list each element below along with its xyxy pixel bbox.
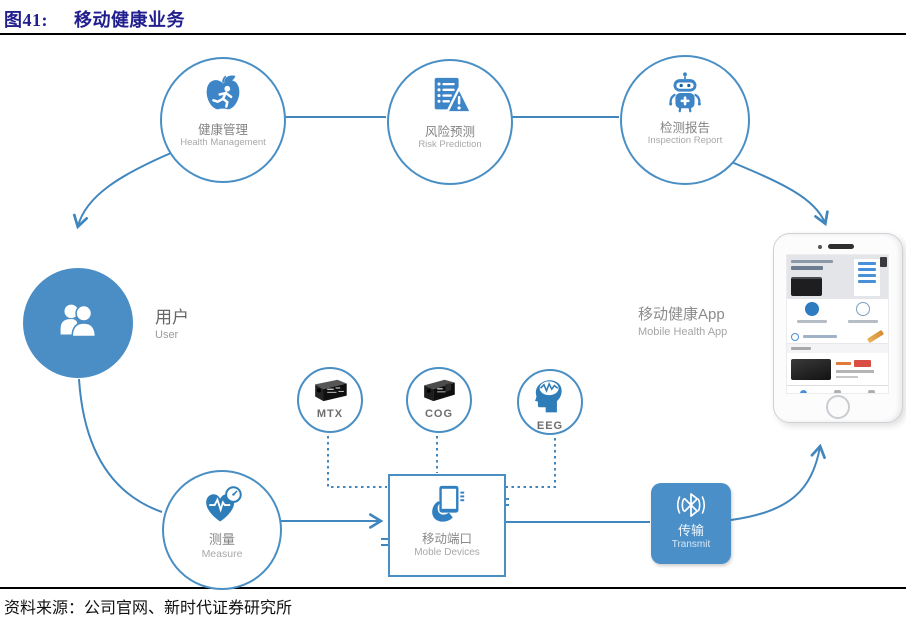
app-section-header xyxy=(787,343,888,353)
users-icon xyxy=(49,292,107,355)
node-inspection-report: 检测报告 Inspection Report xyxy=(620,55,750,185)
node-device-eeg: EEG xyxy=(517,369,583,435)
apple-runner-icon xyxy=(201,73,245,122)
sale-badge xyxy=(854,359,871,367)
globe-icon xyxy=(805,302,820,316)
banner-device-image xyxy=(791,277,822,296)
text-placeholder-bar xyxy=(791,260,833,263)
device-label: EEG xyxy=(536,420,564,432)
figure-name: 移动健康业务 xyxy=(74,10,185,30)
node-label-zh: 移动端口 xyxy=(421,532,472,546)
app-tab-bar xyxy=(787,385,888,393)
node-label-en: Measure xyxy=(201,547,243,560)
text-placeholder-bar xyxy=(858,267,876,271)
product-image xyxy=(791,358,831,380)
node-label-zh: 风险预测 xyxy=(424,125,475,139)
figure-title: 图41: 移动健康业务 xyxy=(4,6,185,32)
node-label-en: Health Management xyxy=(180,137,266,149)
node-label-en: Transmit xyxy=(671,538,711,550)
banner-corner-icon xyxy=(880,257,887,267)
text-placeholder-bar xyxy=(791,347,811,350)
phone-home-button xyxy=(826,395,850,419)
product-info xyxy=(836,359,884,379)
pencil-icon xyxy=(866,329,885,344)
source-note: 资料来源：公司官网、新时代证券研究所 xyxy=(4,600,293,617)
middle-tab-icon xyxy=(833,389,841,393)
app-entry-row xyxy=(787,329,888,344)
node-label-zh: 移动健康App xyxy=(638,306,725,323)
node-label-en: Inspection Report xyxy=(647,135,723,147)
hand-tablet-icon xyxy=(426,484,468,531)
heart-gauge-icon xyxy=(201,485,243,532)
product-price-row xyxy=(836,359,884,367)
node-user xyxy=(23,268,133,378)
feature-icon-right xyxy=(847,302,878,323)
node-label-zh: 传输 xyxy=(677,523,704,538)
banner-report-card xyxy=(854,259,880,296)
node-label-zh: 健康管理 xyxy=(197,123,248,137)
figure-number: 图41: xyxy=(4,10,48,30)
node-label-en: Mobile Health App xyxy=(638,326,728,338)
profile-tab-icon xyxy=(867,389,875,393)
node-risk-prediction: 风险预测 Risk Prediction xyxy=(387,59,513,185)
text-placeholder-bar xyxy=(836,369,874,373)
node-measure: 测量 Measure xyxy=(162,470,282,590)
app-label: 移动健康App Mobile Health App xyxy=(638,303,727,338)
device-label: COG xyxy=(424,408,454,420)
feature-icon-left xyxy=(797,302,828,323)
robot-icon xyxy=(663,71,707,120)
node-transmit: 传输 Transmit xyxy=(651,483,731,564)
cog-device-icon xyxy=(420,377,458,408)
meter-icon xyxy=(855,302,870,316)
text-placeholder-bar xyxy=(858,262,876,265)
node-label-zh: 测量 xyxy=(208,532,235,547)
text-placeholder-bar xyxy=(797,320,828,323)
price-placeholder-bar xyxy=(836,361,851,366)
home-tab-icon xyxy=(800,389,808,393)
node-label-en: Moble Devices xyxy=(414,547,480,559)
text-placeholder-bar xyxy=(836,375,858,379)
text-placeholder-bar xyxy=(858,279,876,283)
node-label-zh: 检测报告 xyxy=(659,121,710,135)
node-label-en: User xyxy=(155,329,179,341)
phone-screen xyxy=(786,254,889,394)
phone-speaker xyxy=(828,244,854,249)
device-label: MTX xyxy=(316,408,344,420)
phone-camera-dot xyxy=(818,245,822,249)
app-product-row xyxy=(787,353,888,385)
clock-icon xyxy=(791,332,799,341)
footer-divider xyxy=(0,587,906,589)
eeg-head-icon xyxy=(531,377,569,420)
node-health-management: 健康管理 Health Management xyxy=(160,57,286,183)
text-placeholder-bar xyxy=(858,273,876,277)
header-divider xyxy=(0,33,906,36)
app-banner xyxy=(787,255,888,299)
node-device-cog: COG xyxy=(406,367,472,433)
user-label: 用户 User xyxy=(155,303,189,341)
mtx-device-icon xyxy=(311,377,349,408)
phone-mockup xyxy=(773,233,903,423)
text-placeholder-bar xyxy=(791,266,823,270)
node-device-mtx: MTX xyxy=(297,367,363,433)
risk-report-icon xyxy=(428,75,473,124)
text-placeholder-bar xyxy=(803,335,837,338)
app-feature-icons xyxy=(787,299,888,330)
bluetooth-icon xyxy=(671,490,711,525)
node-label-zh: 用户 xyxy=(155,308,189,327)
node-label-en: Risk Prediction xyxy=(418,139,482,151)
node-mobile-port: 移动端口 Moble Devices xyxy=(388,474,506,577)
text-placeholder-bar xyxy=(847,320,878,323)
